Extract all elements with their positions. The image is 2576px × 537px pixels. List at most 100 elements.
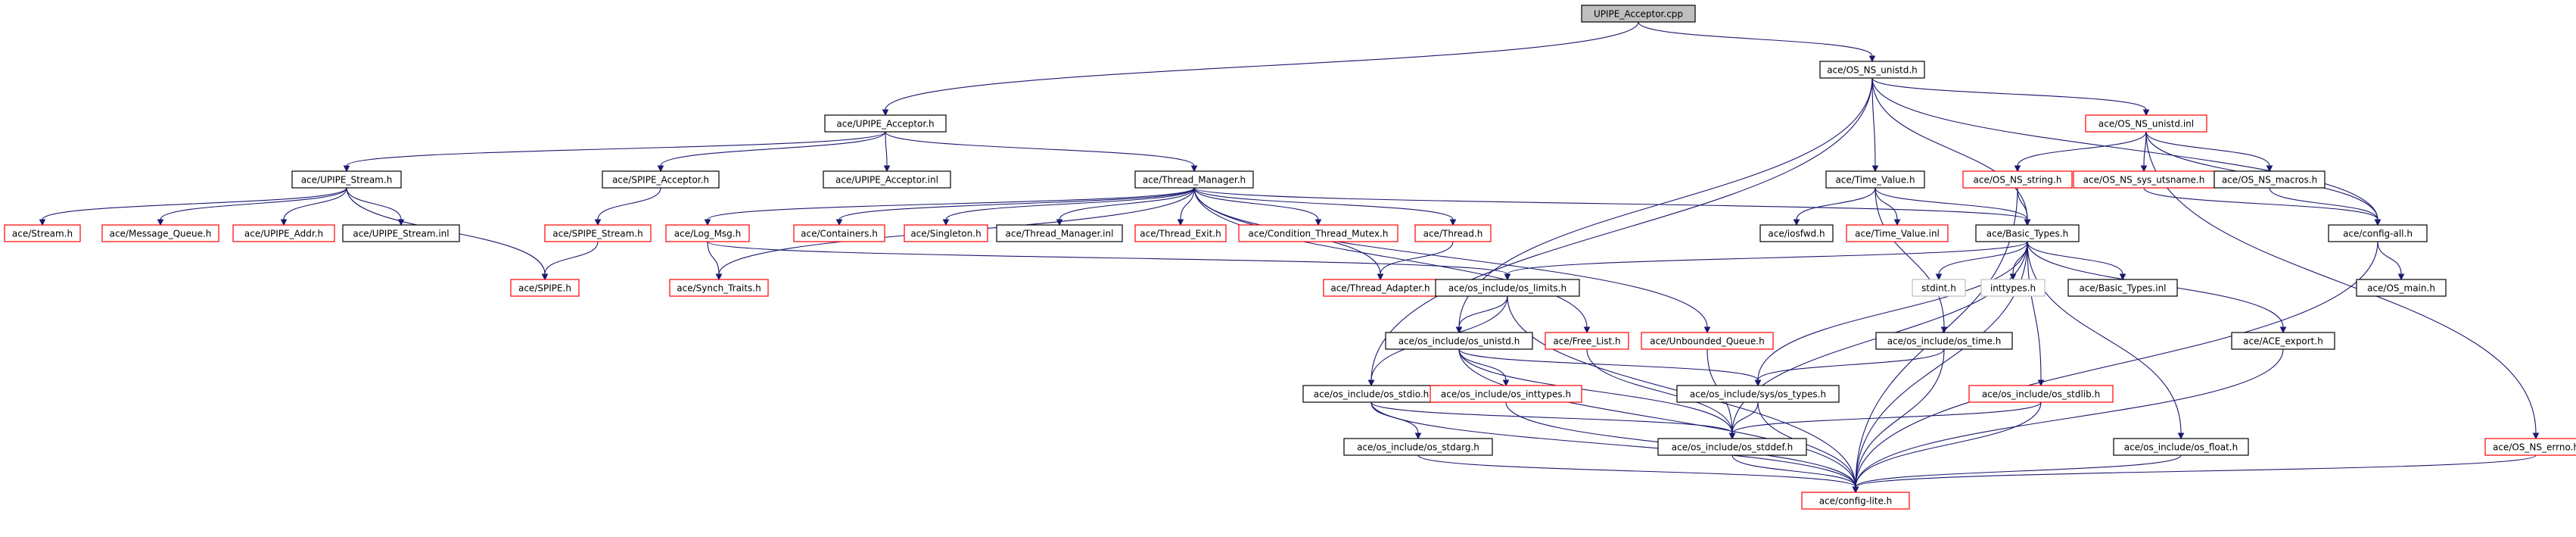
node-label: UPIPE_Acceptor.cpp xyxy=(1594,9,1683,20)
node-ace-os-include-os-stdio-h[interactable]: ace/os_include/os_stdio.h xyxy=(1302,385,1440,403)
edge-arrowhead xyxy=(1728,432,1736,440)
node-ace-upipe-acceptor-h[interactable]: ace/UPIPE_Acceptor.h xyxy=(824,114,947,133)
edge-line xyxy=(544,241,599,275)
node-ace-thread-manager-h[interactable]: ace/Thread_Manager.h xyxy=(1134,170,1254,189)
node-ace-os-main-h[interactable]: ace/OS_main.h xyxy=(2356,279,2447,297)
node-ace-time-value-h[interactable]: ace/Time_Value.h xyxy=(1825,170,1925,189)
node-ace-os-include-os-unistd-h[interactable]: ace/os_include/os_unistd.h xyxy=(1385,332,1533,350)
node-ace-thread-manager-inl[interactable]: ace/Thread_Manager.inl xyxy=(996,224,1123,242)
edge-line xyxy=(1874,187,1898,220)
node-ace-upipe-stream-inl[interactable]: ace/UPIPE_Stream.inl xyxy=(342,224,460,242)
node-ace-thread-adapter-h[interactable]: ace/Thread_Adapter.h xyxy=(1323,279,1438,297)
node-ace-os-include-os-limits-h[interactable]: ace/os_include/os_limits.h xyxy=(1435,279,1580,297)
edge-line xyxy=(1757,241,2028,381)
node-box xyxy=(1825,170,1925,189)
edge-os_include_os_unistd_h-to-config_lite_h xyxy=(1458,348,1859,494)
node-ace-ace-export-h[interactable]: ace/ACE_export.h xyxy=(2231,332,2335,350)
node-ace-message-queue-h[interactable]: ace/Message_Queue.h xyxy=(101,224,219,242)
edge-upipe_acceptor_h-to-upipe_stream_h xyxy=(343,131,886,173)
edge-line xyxy=(1458,348,1733,434)
node-label: ace/os_include/os_stdlib.h xyxy=(1982,389,2100,400)
node-label: ace/UPIPE_Stream.h xyxy=(301,175,393,186)
edge-os_include_os_stdlib_h-to-config_lite_h xyxy=(1852,401,2042,494)
node-ace-free-list-h[interactable]: ace/Free_List.h xyxy=(1545,332,1629,350)
edge-line xyxy=(1417,454,1856,488)
edge-os_include_os_limits_h-to-os_include_os_unistd_h xyxy=(1455,295,1508,334)
edge-line xyxy=(1731,454,1856,488)
node-label: ace/Containers.h xyxy=(801,229,878,239)
edge-basic_types_h-to-inttypes_h xyxy=(2009,241,2028,281)
edge-arrowhead xyxy=(1190,165,1198,173)
node-ace-thread-exit-h[interactable]: ace/Thread_Exit.h xyxy=(1134,224,1227,242)
edge-line xyxy=(2027,241,2042,381)
node-ace-upipe-addr-h[interactable]: ace/UPIPE_Addr.h xyxy=(232,224,335,242)
node-ace-os-include-os-float-h[interactable]: ace/os_include/os_float.h xyxy=(2113,438,2249,456)
edge-line xyxy=(1871,77,2147,111)
node-ace-log-msg-h[interactable]: ace/Log_Msg.h xyxy=(665,224,750,242)
node-ace-os-ns-macros-h[interactable]: ace/OS_NS_macros.h xyxy=(2214,170,2326,189)
node-label: inttypes.h xyxy=(1990,283,2036,294)
node-ace-containers-h[interactable]: ace/Containers.h xyxy=(793,224,885,242)
node-ace-os-ns-sys-utsname-h[interactable]: ace/OS_NS_sys_utsname.h xyxy=(2073,170,2215,189)
edge-arrowhead xyxy=(1935,273,1943,281)
node-ace-os-include-sys-os-types-h[interactable]: ace/os_include/sys/os_types.h xyxy=(1676,385,1840,403)
edge-line xyxy=(885,131,1195,167)
node-ace-thread-h[interactable]: ace/Thread.h xyxy=(1414,224,1492,242)
node-ace-os-include-os-inttypes-h[interactable]: ace/os_include/os_inttypes.h xyxy=(1430,385,1582,403)
node-upipe-acceptor-cpp[interactable]: UPIPE_Acceptor.cpp xyxy=(1581,5,1696,23)
node-ace-condition-thread-mutex-h[interactable]: ace/Condition_Thread_Mutex.h xyxy=(1238,224,1398,242)
node-ace-basic-types-h[interactable]: ace/Basic_Types.h xyxy=(1975,224,2080,242)
node-ace-os-ns-unistd-inl[interactable]: ace/OS_NS_unistd.inl xyxy=(2085,114,2207,133)
edge-line xyxy=(1871,77,2378,220)
edge-line xyxy=(1370,401,1856,488)
node-ace-upipe-acceptor-inl[interactable]: ace/UPIPE_Acceptor.inl xyxy=(823,170,951,189)
node-ace-spipe-acceptor-h[interactable]: ace/SPIPE_Acceptor.h xyxy=(602,170,720,189)
node-label: ace/SPIPE_Stream.h xyxy=(552,229,642,239)
node-label: ace/os_include/os_float.h xyxy=(2124,442,2238,453)
node-stdint-h[interactable]: stdint.h xyxy=(1912,279,1966,297)
node-ace-stream-h[interactable]: ace/Stream.h xyxy=(4,224,81,242)
node-ace-synch-traits-h[interactable]: ace/Synch_Traits.h xyxy=(669,279,769,297)
node-label: ace/Stream.h xyxy=(12,229,73,239)
node-ace-upipe-stream-h[interactable]: ace/UPIPE_Stream.h xyxy=(291,170,402,189)
node-ace-config-all-h[interactable]: ace/config-all.h xyxy=(2328,224,2428,242)
edge-thread_h-to-thread_adapter_h xyxy=(1377,241,1454,281)
node-ace-config-lite-h[interactable]: ace/config-lite.h xyxy=(1801,492,1910,510)
edge-line xyxy=(1370,77,1873,381)
edge-config_all_h-to-os_main_h xyxy=(2377,241,2405,281)
node-ace-os-include-os-stdarg-h[interactable]: ace/os_include/os_stdarg.h xyxy=(1343,438,1493,456)
edge-line xyxy=(1370,401,1733,434)
node-ace-os-include-os-stddef-h[interactable]: ace/os_include/os_stddef.h xyxy=(1657,438,1807,456)
node-ace-basic-types-inl[interactable]: ace/Basic_Types.inl xyxy=(2067,279,2178,297)
node-label: ace/Basic_Types.inl xyxy=(2079,283,2166,294)
edge-line xyxy=(1193,187,1708,328)
edge-os_include_os_time_h-to-config_lite_h xyxy=(1852,348,1945,494)
node-box xyxy=(101,224,219,242)
node-ace-os-include-os-stdlib-h[interactable]: ace/os_include/os_stdlib.h xyxy=(1968,385,2114,403)
node-ace-spipe-stream-h[interactable]: ace/SPIPE_Stream.h xyxy=(544,224,652,242)
node-ace-iosfwd-h[interactable]: ace/iosfwd.h xyxy=(1759,224,1834,242)
node-ace-spipe-h[interactable]: ace/SPIPE.h xyxy=(510,279,580,297)
edge-line xyxy=(1855,241,2378,488)
node-label: ace/Thread_Exit.h xyxy=(1140,229,1221,239)
edge-line xyxy=(1855,348,1945,488)
node-ace-os-ns-errno-h[interactable]: ace/OS_NS_errno.h xyxy=(2484,438,2576,456)
node-box xyxy=(823,170,951,189)
edge-spipe_acceptor_h-to-spipe_stream_h xyxy=(594,187,661,226)
edge-arrowhead xyxy=(1377,273,1384,281)
node-ace-unbounded-queue-h[interactable]: ace/Unbounded_Queue.h xyxy=(1641,332,1774,350)
edge-log_msg_h-to-synch_traits_h xyxy=(707,241,723,281)
edge-line xyxy=(838,187,1195,220)
edge-arrowhead xyxy=(2177,432,2185,440)
node-ace-os-include-os-time-h[interactable]: ace/os_include/os_time.h xyxy=(1875,332,2013,350)
node-label: ace/OS_NS_macros.h xyxy=(2222,175,2317,186)
edge-line xyxy=(1193,187,1454,220)
edge-os_include_os_float_h-to-config_lite_h xyxy=(1852,454,2182,494)
node-ace-os-ns-string-h[interactable]: ace/OS_NS_string.h xyxy=(1962,170,2073,189)
edge-line xyxy=(1874,187,2028,220)
node-ace-os-ns-unistd-h[interactable]: ace/OS_NS_unistd.h xyxy=(1819,61,1925,79)
edge-line xyxy=(885,131,888,167)
node-inttypes-h[interactable]: inttypes.h xyxy=(1980,279,2046,297)
node-ace-singleton-h[interactable]: ace/Singleton.h xyxy=(904,224,988,242)
node-ace-time-value-inl[interactable]: ace/Time_Value.inl xyxy=(1846,224,1949,242)
